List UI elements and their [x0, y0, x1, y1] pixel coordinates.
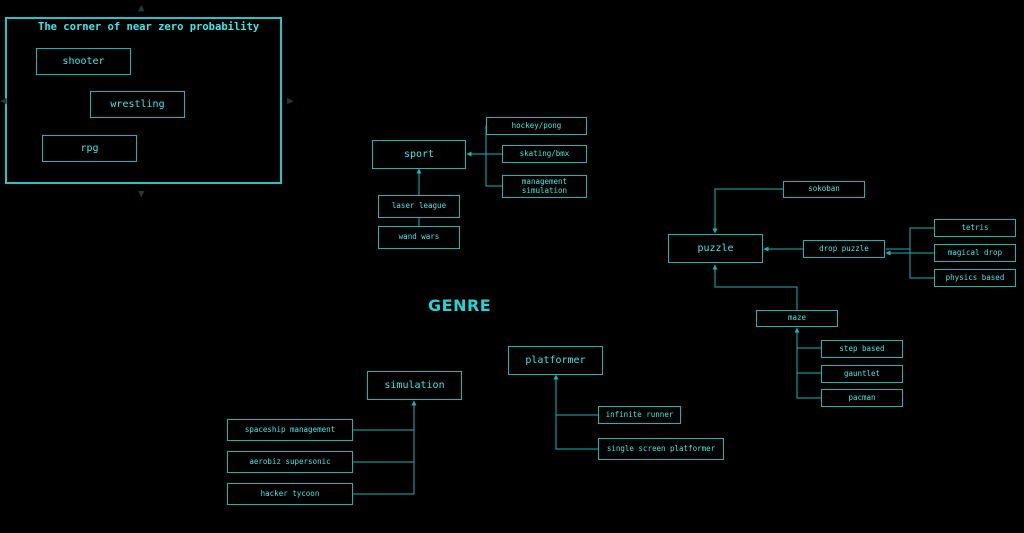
node-sport[interactable]: sport — [372, 140, 466, 169]
connector-management-sport — [485, 154, 502, 187]
near-zero-frame[interactable] — [5, 17, 282, 184]
node-pacman[interactable]: pacman — [821, 389, 903, 407]
node-tetris[interactable]: tetris — [934, 219, 1016, 237]
node-skating-bmx[interactable]: skating/bmx — [502, 145, 587, 163]
node-single-screen-platformer[interactable]: single screen platformer — [598, 438, 724, 460]
node-platformer[interactable]: platformer — [508, 346, 603, 375]
connector-maze-puzzle — [712, 264, 798, 310]
node-wand-wars[interactable]: wand wars — [378, 226, 460, 249]
arrow-up-handle-icon[interactable]: ▲ — [138, 1, 145, 14]
node-puzzle[interactable]: puzzle — [668, 234, 763, 263]
connector-runner-platformer — [553, 374, 598, 416]
genre-label: GENRE — [428, 296, 492, 315]
node-shooter[interactable]: shooter — [36, 48, 131, 75]
node-spaceship-management[interactable]: spaceship management — [227, 419, 353, 441]
arrow-right-handle-icon[interactable]: ▶ — [287, 94, 294, 107]
node-step-based[interactable]: step based — [821, 340, 903, 358]
node-hacker-tycoon[interactable]: hacker tycoon — [227, 483, 353, 505]
connector-hacker-simulation — [353, 462, 415, 495]
arrow-down-handle-icon[interactable]: ▼ — [138, 187, 145, 200]
connector-physics-drop — [909, 249, 934, 279]
connector-aerobiz-simulation — [353, 430, 415, 463]
node-hockey-pong[interactable]: hockey/pong — [486, 117, 587, 135]
node-physics-based[interactable]: physics based — [934, 269, 1016, 287]
node-rpg[interactable]: rpg — [42, 135, 137, 162]
node-gauntlet[interactable]: gauntlet — [821, 365, 903, 383]
connector-single-platformer — [555, 415, 598, 450]
connector-tetris-drop — [886, 227, 934, 250]
node-infinite-runner[interactable]: infinite runner — [598, 406, 681, 424]
node-drop-puzzle[interactable]: drop puzzle — [803, 240, 885, 258]
node-sokoban[interactable]: sokoban — [783, 181, 865, 198]
node-aerobiz-supersonic[interactable]: aerobiz supersonic — [227, 451, 353, 473]
connector-spaceship-simulation — [353, 400, 417, 431]
connector-pacman-maze — [794, 327, 821, 399]
node-management-simulation[interactable]: management simulation — [502, 175, 587, 198]
node-wrestling[interactable]: wrestling — [90, 91, 185, 118]
arrow-left-handle-icon[interactable]: ◀ — [0, 94, 7, 107]
node-simulation[interactable]: simulation — [367, 371, 462, 400]
node-maze[interactable]: maze — [756, 310, 838, 327]
node-laser-league[interactable]: laser league — [378, 195, 460, 218]
node-magical-drop[interactable]: magical drop — [934, 244, 1016, 262]
frame-title: The corner of near zero probability — [38, 21, 260, 33]
connector-sokoban-puzzle — [712, 188, 783, 234]
